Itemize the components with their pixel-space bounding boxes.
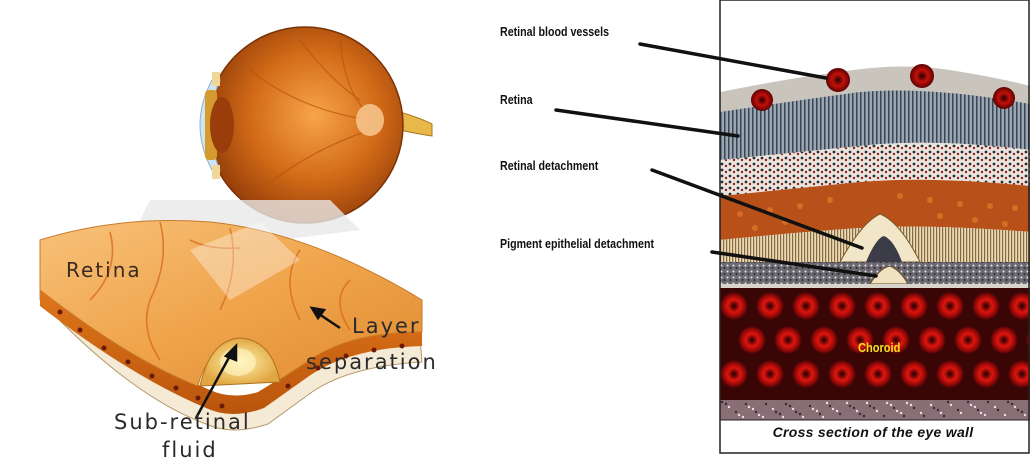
choroid-vessel	[972, 292, 1000, 320]
layer-separation-label-line2: separation	[306, 350, 438, 374]
choroid-vessel	[720, 292, 748, 320]
label-retinal-detachment: Retinal detachment	[500, 158, 598, 173]
label-retinal-blood-vessels: Retinal blood vessels	[500, 24, 609, 39]
choroid-vessel	[756, 292, 784, 320]
choroid-vessel	[756, 360, 784, 388]
sub-retinal-fluid-label-line2: fluid	[162, 438, 218, 462]
choroid-vessel	[864, 360, 892, 388]
cross-section-caption: Cross section of the eye wall	[718, 424, 1028, 440]
cross-section-illustration	[720, 0, 1030, 420]
choroid-vessel	[828, 360, 856, 388]
leader-retina	[556, 110, 738, 136]
choroid-vessel	[990, 326, 1018, 354]
choroid-vessel	[738, 326, 766, 354]
choroid-vessel	[864, 292, 892, 320]
choroid-vessel	[936, 360, 964, 388]
choroid-vessel	[810, 326, 838, 354]
choroid-vessel	[900, 360, 928, 388]
choroid-vessel	[900, 292, 928, 320]
sub-retinal-fluid-label-line1: Sub-retinal	[114, 410, 251, 434]
choroid-vessel	[954, 326, 982, 354]
choroid-vessel	[792, 360, 820, 388]
choroid-label: Choroid	[858, 340, 900, 355]
choroid-vessel	[918, 326, 946, 354]
choroid-vessel	[792, 292, 820, 320]
choroid-vessel	[720, 360, 748, 388]
retina-label: Retina	[66, 258, 142, 282]
choroid-vessel	[936, 292, 964, 320]
label-pigment-epithelial-detachment: Pigment epithelial detachment	[500, 236, 654, 251]
choroid-vessel	[828, 292, 856, 320]
layer-separation-label-line1: Layer	[352, 314, 421, 338]
label-retina: Retina	[500, 92, 533, 107]
choroid-vessel	[774, 326, 802, 354]
choroid-vessel	[972, 360, 1000, 388]
